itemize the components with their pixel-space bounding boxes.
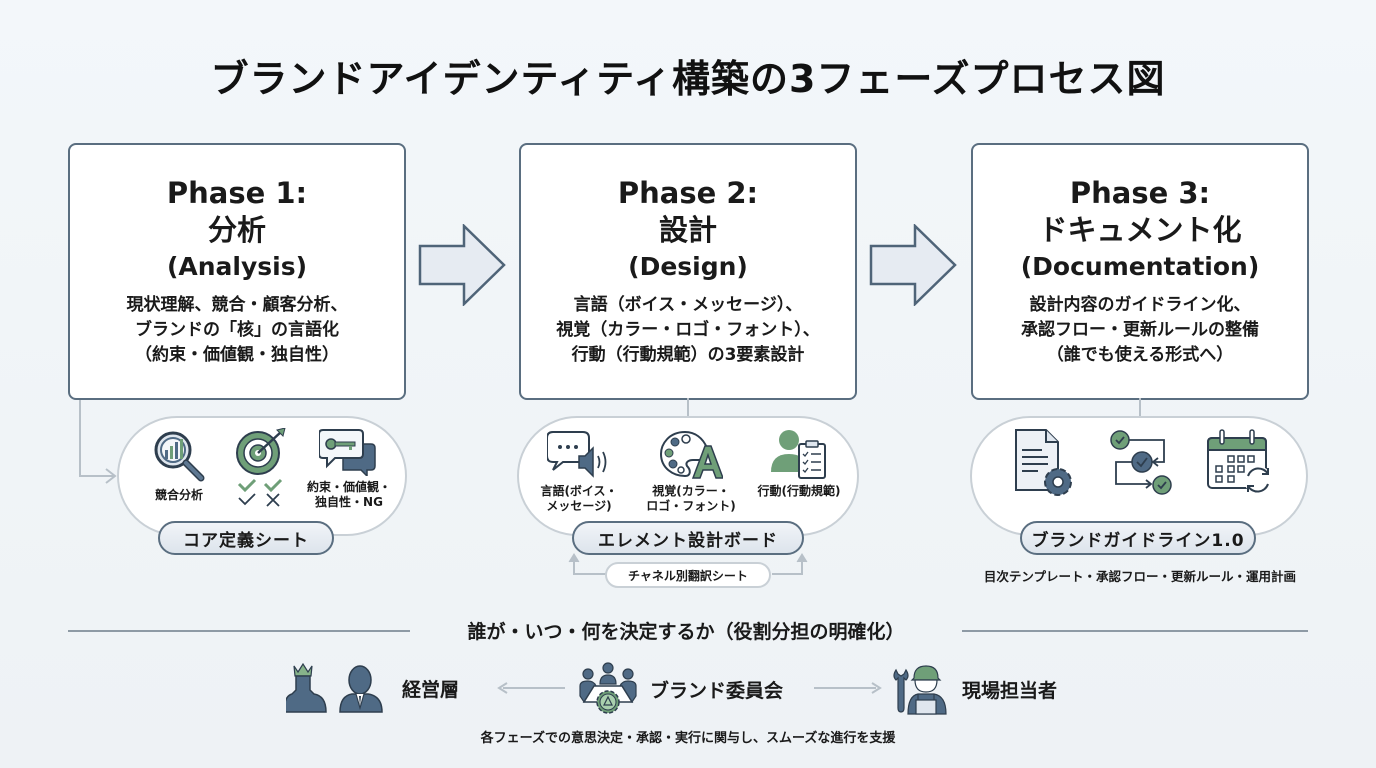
field-worker-icon xyxy=(893,665,947,715)
deliverable-badge-core-definition: コア定義シート xyxy=(158,521,334,555)
phase-3-card: Phase 3: ドキュメント化 (Documentation) 設計内容のガイ… xyxy=(971,143,1309,400)
guideline-contents-note: 目次テンプレート・承認フロー・更新ルール・運用計画 xyxy=(983,569,1297,584)
palette-font-icon xyxy=(659,430,723,479)
divider-line xyxy=(962,630,1308,632)
phase-name-jp: ドキュメント化 xyxy=(1038,213,1242,247)
connector-line xyxy=(1139,398,1141,418)
phase-arrow-icon xyxy=(418,224,506,306)
role-field-staff: 現場担当者 xyxy=(890,662,1057,716)
role-label: ブランド委員会 xyxy=(650,679,784,702)
output-item xyxy=(211,428,311,508)
role-executives: 経営層 xyxy=(286,662,459,714)
approval-flow-icon xyxy=(1110,430,1172,495)
document-gear-icon xyxy=(1015,429,1072,496)
arrow-right-icon xyxy=(814,682,882,694)
arrow-left-icon xyxy=(497,682,565,694)
output-label: 約束・価値観・ 独自性・NG xyxy=(306,480,391,509)
output-item xyxy=(994,428,1094,500)
sub-deliverable-channel-sheet: チャネル別翻訳シート xyxy=(605,562,771,588)
output-item: 視覚(カラー・ ロゴ・フォント) xyxy=(641,428,741,514)
phase-1-outputs: 競合分析 約束・価値観・ 独自性・NG xyxy=(117,416,407,536)
phase-arrow-icon xyxy=(869,224,957,306)
feedback-loop-arrows xyxy=(568,553,808,575)
role-brand-committee: ブランド委員会 xyxy=(578,662,783,716)
connector-line xyxy=(687,398,689,418)
phase-description: 現状理解、競合・顧客分析、 ブランドの「核」の言語化 （約束・価値観・独自性） xyxy=(126,295,348,365)
divider-line xyxy=(68,630,410,632)
roles-heading: 誰が・いつ・何を決定するか（役割分担の明確化） xyxy=(467,621,905,643)
check-cross-icon xyxy=(237,478,283,507)
phase-description: 設計内容のガイドライン化、 承認フロー・更新ルールの整備 （誰でも使える形式へ） xyxy=(1021,295,1259,365)
phase-name-en: (Design) xyxy=(628,252,748,281)
key-speech-bubble-icon xyxy=(319,429,376,476)
target-icon xyxy=(236,428,286,475)
deliverable-badge-brand-guideline: ブランドガイドライン1.0 xyxy=(1020,521,1256,555)
output-item xyxy=(1190,428,1290,496)
role-label: 現場担当者 xyxy=(962,679,1058,702)
person-clipboard-icon xyxy=(771,430,826,479)
page-title: ブランドアイデンティティ構築の3フェーズプロセス図 xyxy=(210,57,1166,101)
output-item: 行動(行動規範) xyxy=(749,428,849,499)
output-item: 約束・価値観・ 独自性・NG xyxy=(299,428,399,510)
magnifier-chart-icon xyxy=(154,431,205,482)
phase-name-jp: 設計 xyxy=(658,213,717,247)
phase-number: Phase 3: xyxy=(1069,176,1211,210)
phase-name-jp: 分析 xyxy=(207,213,266,247)
output-label: 行動(行動規範) xyxy=(757,484,841,498)
phase-1-card: Phase 1: 分析 (Analysis) 現状理解、競合・顧客分析、 ブラン… xyxy=(68,143,406,400)
phase-name-en: (Analysis) xyxy=(166,252,308,281)
phase-name-en: (Documentation) xyxy=(1020,252,1260,281)
phase-number: Phase 1: xyxy=(166,176,308,210)
output-label: 競合分析 xyxy=(154,488,203,502)
output-label: 言語(ボイス・ メッセージ) xyxy=(540,484,618,513)
phase-3-outputs xyxy=(970,416,1308,536)
calendar-refresh-icon xyxy=(1207,429,1272,494)
phase-2-outputs: 言語(ボイス・ メッセージ) 視覚(カラー・ ロゴ・フォント) 行動(行動規範) xyxy=(517,416,859,536)
phase-description: 言語（ボイス・メッセージ）、 視覚（カラー・ロゴ・フォント）、 行動（行動規範）… xyxy=(556,295,820,365)
phase-2-card: Phase 2: 設計 (Design) 言語（ボイス・メッセージ）、 視覚（カ… xyxy=(519,143,857,400)
output-item: 言語(ボイス・ メッセージ) xyxy=(529,428,629,514)
committee-icon xyxy=(579,662,637,714)
phase-number: Phase 2: xyxy=(617,176,759,210)
roles-note: 各フェーズでの意思決定・承認・実行に関与し、スムーズな進行を支援 xyxy=(480,731,896,746)
executives-icon xyxy=(286,662,383,713)
deliverable-badge-element-board: エレメント設計ボード xyxy=(572,521,804,555)
output-item xyxy=(1092,428,1192,496)
output-item: 競合分析 xyxy=(129,428,229,503)
speech-speaker-icon xyxy=(547,431,607,478)
role-label: 経営層 xyxy=(402,678,460,701)
connector-line xyxy=(79,400,117,484)
output-label: 視覚(カラー・ ロゴ・フォント) xyxy=(646,484,736,513)
